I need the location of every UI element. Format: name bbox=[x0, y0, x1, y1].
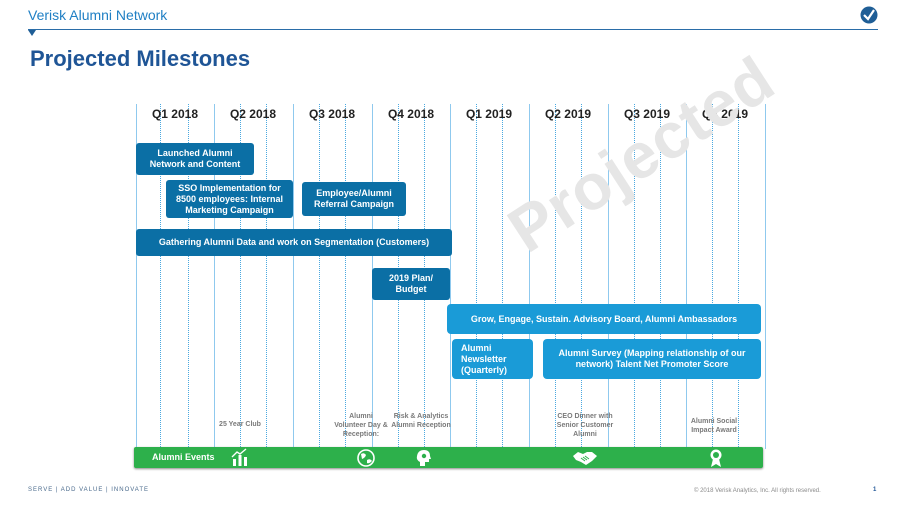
header-divider bbox=[28, 29, 878, 30]
timeline-gridline bbox=[581, 104, 582, 449]
quarter-label: Q3 2018 bbox=[308, 107, 356, 121]
event-label-social-impact-award: Alumni Social Impact Award bbox=[690, 418, 738, 434]
verisk-logo-icon bbox=[860, 6, 878, 24]
milestone-launched-alumni-network: Launched Alumni Network and Content bbox=[136, 143, 254, 175]
projected-watermark: Projected bbox=[495, 42, 787, 267]
head-gear-icon bbox=[416, 450, 431, 466]
quarter-label: Q4 2019 bbox=[701, 107, 749, 121]
header-marker bbox=[28, 30, 36, 36]
quarter-label: Q1 2019 bbox=[465, 107, 513, 121]
alumni-events-bar bbox=[134, 447, 763, 468]
timeline-gridline bbox=[686, 104, 687, 449]
quarter-label: Q3 2019 bbox=[623, 107, 671, 121]
timeline-gridline bbox=[738, 104, 739, 449]
footer-tagline: SERVE | ADD VALUE | INNOVATE bbox=[28, 487, 150, 493]
timeline-gridline bbox=[240, 104, 241, 449]
timeline-gridline bbox=[293, 104, 294, 449]
page-number: 1 bbox=[873, 487, 877, 493]
timeline-gridline bbox=[345, 104, 346, 449]
timeline-gridline bbox=[319, 104, 320, 449]
milestone-referral-campaign: Employee/Alumni Referral Campaign bbox=[302, 182, 406, 216]
event-label-ceo-dinner: CEO Dinner with Senior Customer Alumni bbox=[556, 413, 614, 438]
growth-icon bbox=[231, 448, 247, 466]
quarter-label: Q2 2019 bbox=[544, 107, 592, 121]
timeline-gridline bbox=[502, 104, 503, 449]
event-label-volunteer-day: Alumni Volunteer Day & Reception: bbox=[334, 413, 388, 438]
timeline-gridline bbox=[765, 104, 766, 449]
timeline-gridline bbox=[555, 104, 556, 449]
timeline-gridline bbox=[712, 104, 713, 449]
globe-icon bbox=[357, 449, 375, 467]
timeline-gridline bbox=[634, 104, 635, 449]
alumni-events-label: Alumni Events bbox=[152, 452, 215, 462]
milestone-2019-plan-budget: 2019 Plan/ Budget bbox=[372, 268, 450, 300]
milestone-grow-engage-sustain: Grow, Engage, Sustain. Advisory Board, A… bbox=[447, 304, 761, 334]
timeline-gridline bbox=[450, 104, 451, 449]
milestone-alumni-newsletter: Alumni Newsletter (Quarterly) bbox=[452, 339, 533, 379]
quarter-label: Q1 2018 bbox=[151, 107, 199, 121]
timeline-gridline bbox=[214, 104, 215, 449]
timeline-gridline bbox=[660, 104, 661, 449]
milestone-sso-implementation: SSO Implementation for 8500 employees: I… bbox=[166, 180, 293, 218]
event-label-risk-analytics-reception: Risk & Analytics Alumni Reception bbox=[391, 413, 451, 429]
timeline-gridline bbox=[608, 104, 609, 449]
footer-copyright: © 2018 Verisk Analytics, Inc. All rights… bbox=[694, 488, 821, 494]
quarter-label: Q2 2018 bbox=[229, 107, 277, 121]
milestone-gathering-alumni-data: Gathering Alumni Data and work on Segmen… bbox=[136, 229, 452, 256]
event-label-25-year-club: 25 Year Club bbox=[219, 421, 261, 428]
timeline-gridline bbox=[266, 104, 267, 449]
award-icon bbox=[710, 449, 722, 467]
timeline-gridline bbox=[160, 104, 161, 449]
handshake-icon bbox=[573, 452, 597, 465]
milestone-alumni-survey: Alumni Survey (Mapping relationship of o… bbox=[543, 339, 761, 379]
page-title: Projected Milestones bbox=[30, 46, 251, 71]
timeline-gridline bbox=[476, 104, 477, 449]
brand-title: Verisk Alumni Network bbox=[28, 7, 168, 23]
timeline-gridline bbox=[136, 104, 137, 449]
quarter-label: Q4 2018 bbox=[387, 107, 435, 121]
timeline-gridline bbox=[529, 104, 530, 449]
timeline-gridline bbox=[188, 104, 189, 449]
